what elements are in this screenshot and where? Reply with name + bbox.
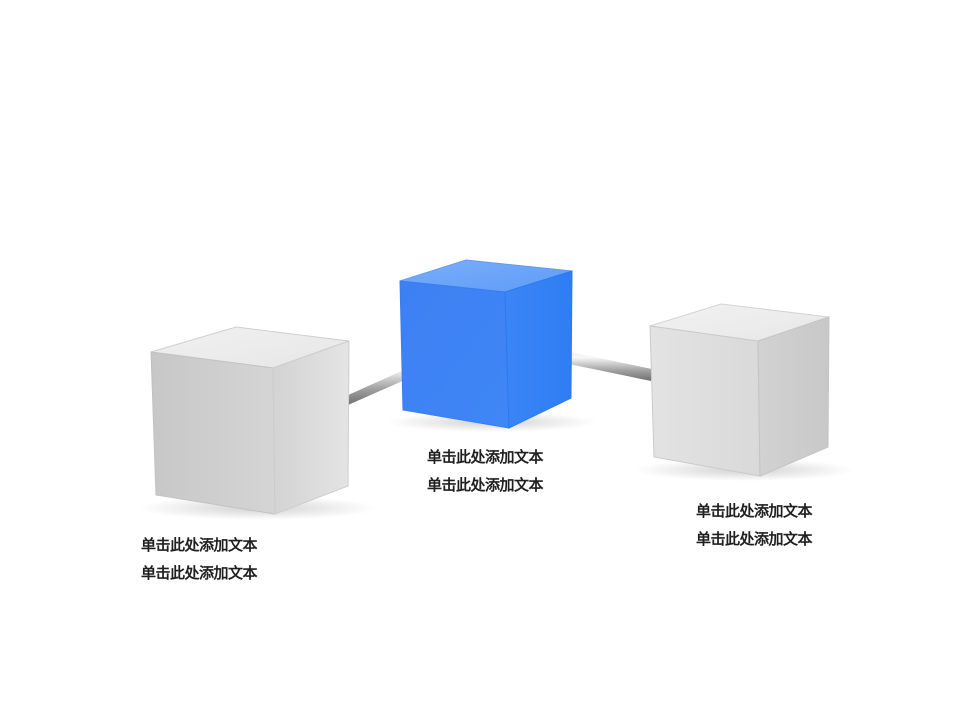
cube-right-caption[interactable]: 单击此处添加文本 单击此处添加文本 bbox=[696, 497, 813, 553]
cube-right[interactable] bbox=[649, 303, 830, 477]
cube-left-front bbox=[150, 351, 276, 515]
caption-line: 单击此处添加文本 bbox=[427, 448, 544, 466]
caption-line: 单击此处添加文本 bbox=[696, 530, 813, 548]
cube-left[interactable] bbox=[150, 326, 350, 515]
caption-line: 单击此处添加文本 bbox=[427, 476, 544, 494]
caption-line: 单击此处添加文本 bbox=[696, 502, 813, 520]
caption-line: 单击此处添加文本 bbox=[141, 564, 258, 582]
cube-center-right bbox=[504, 270, 573, 429]
cube-center-caption[interactable]: 单击此处添加文本 单击此处添加文本 bbox=[427, 443, 544, 499]
cube-left-caption[interactable]: 单击此处添加文本 单击此处添加文本 bbox=[141, 531, 258, 587]
cube-right-front bbox=[649, 325, 761, 477]
caption-line: 单击此处添加文本 bbox=[141, 536, 258, 554]
cube-left-right bbox=[272, 340, 350, 515]
cube-center-front bbox=[399, 280, 510, 429]
cube-center[interactable] bbox=[399, 259, 573, 429]
cube-right-right bbox=[757, 316, 830, 477]
